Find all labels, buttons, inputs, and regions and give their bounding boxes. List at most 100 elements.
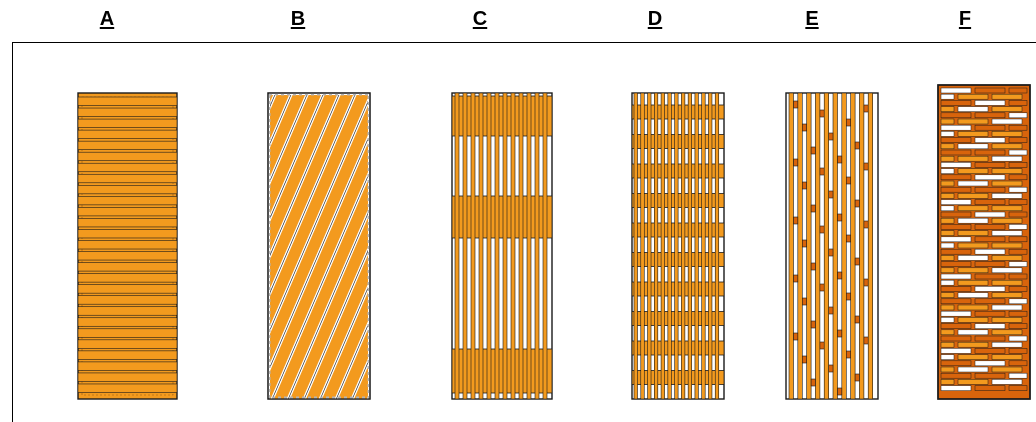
block <box>845 350 851 359</box>
brick <box>940 286 972 292</box>
brick <box>940 360 972 367</box>
brick <box>940 211 972 218</box>
brick <box>974 348 1006 354</box>
brick <box>974 248 1006 255</box>
slat <box>502 92 508 400</box>
brick <box>940 273 972 280</box>
brick <box>957 180 989 187</box>
block <box>793 216 799 225</box>
brick <box>1008 286 1028 292</box>
brick <box>991 379 1023 385</box>
diagonal-line <box>335 324 368 399</box>
brick <box>940 279 955 286</box>
diagonal-line <box>0 83 88 405</box>
diagonal-line <box>319 287 368 399</box>
brick <box>940 100 972 106</box>
brick <box>1008 124 1028 131</box>
slat <box>77 383 178 393</box>
brick <box>991 317 1023 323</box>
block <box>845 176 851 185</box>
slat <box>77 251 178 261</box>
brick <box>974 310 1006 317</box>
block <box>854 199 860 208</box>
slat <box>77 339 178 349</box>
slat <box>701 92 706 400</box>
slat <box>77 240 178 250</box>
brick <box>940 205 955 212</box>
block <box>854 257 860 266</box>
block <box>810 204 816 213</box>
brick <box>1008 224 1028 230</box>
slat <box>640 92 645 400</box>
brick <box>940 298 972 305</box>
brick <box>1008 335 1028 342</box>
block <box>854 141 860 150</box>
brick <box>1008 310 1028 317</box>
brick <box>957 341 989 348</box>
brick <box>957 292 989 298</box>
brick <box>957 118 989 125</box>
block <box>810 320 816 329</box>
block <box>819 341 825 350</box>
brick <box>940 354 955 360</box>
brick <box>1008 186 1028 193</box>
brick <box>957 106 989 112</box>
brick <box>1008 273 1028 280</box>
brick <box>957 155 989 162</box>
brick <box>940 335 972 342</box>
block <box>854 315 860 324</box>
block <box>793 158 799 167</box>
block <box>801 355 807 364</box>
brick <box>940 143 955 150</box>
brick <box>940 255 955 261</box>
brick <box>940 124 972 131</box>
brick <box>1008 149 1028 156</box>
block <box>810 378 816 387</box>
label-A: A <box>99 8 115 30</box>
brick <box>940 267 955 274</box>
block <box>819 109 825 118</box>
block <box>863 162 869 171</box>
brick <box>974 236 1006 243</box>
brick <box>957 131 989 137</box>
slat <box>542 92 548 400</box>
slat <box>534 92 540 400</box>
slat <box>77 107 178 117</box>
brick <box>940 217 955 224</box>
label-B: B <box>290 8 306 30</box>
brick <box>991 143 1023 150</box>
brick <box>991 279 1023 286</box>
slat <box>77 129 178 139</box>
brick <box>957 168 989 174</box>
slat <box>77 207 178 217</box>
brick <box>1008 360 1028 367</box>
panel-F-outline <box>937 84 1031 400</box>
brick <box>940 112 972 119</box>
brick <box>1008 162 1028 168</box>
slat <box>841 92 847 400</box>
brick <box>1008 372 1028 379</box>
brick <box>940 292 955 298</box>
block <box>863 104 869 113</box>
slat <box>77 118 178 128</box>
brick <box>991 155 1023 162</box>
slat <box>454 92 460 400</box>
slat <box>708 92 713 400</box>
brick <box>1008 236 1028 243</box>
brick <box>957 354 989 360</box>
brick <box>940 168 955 174</box>
brick <box>991 131 1023 137</box>
block <box>863 278 869 287</box>
slat <box>654 92 659 400</box>
block <box>801 239 807 248</box>
brick <box>957 304 989 311</box>
block <box>837 271 843 280</box>
slat <box>77 218 178 228</box>
brick <box>940 310 972 317</box>
block <box>845 292 851 301</box>
brick <box>974 186 1006 193</box>
brick <box>940 224 972 230</box>
block <box>845 118 851 127</box>
brick <box>940 162 972 168</box>
panel-E <box>785 92 879 400</box>
